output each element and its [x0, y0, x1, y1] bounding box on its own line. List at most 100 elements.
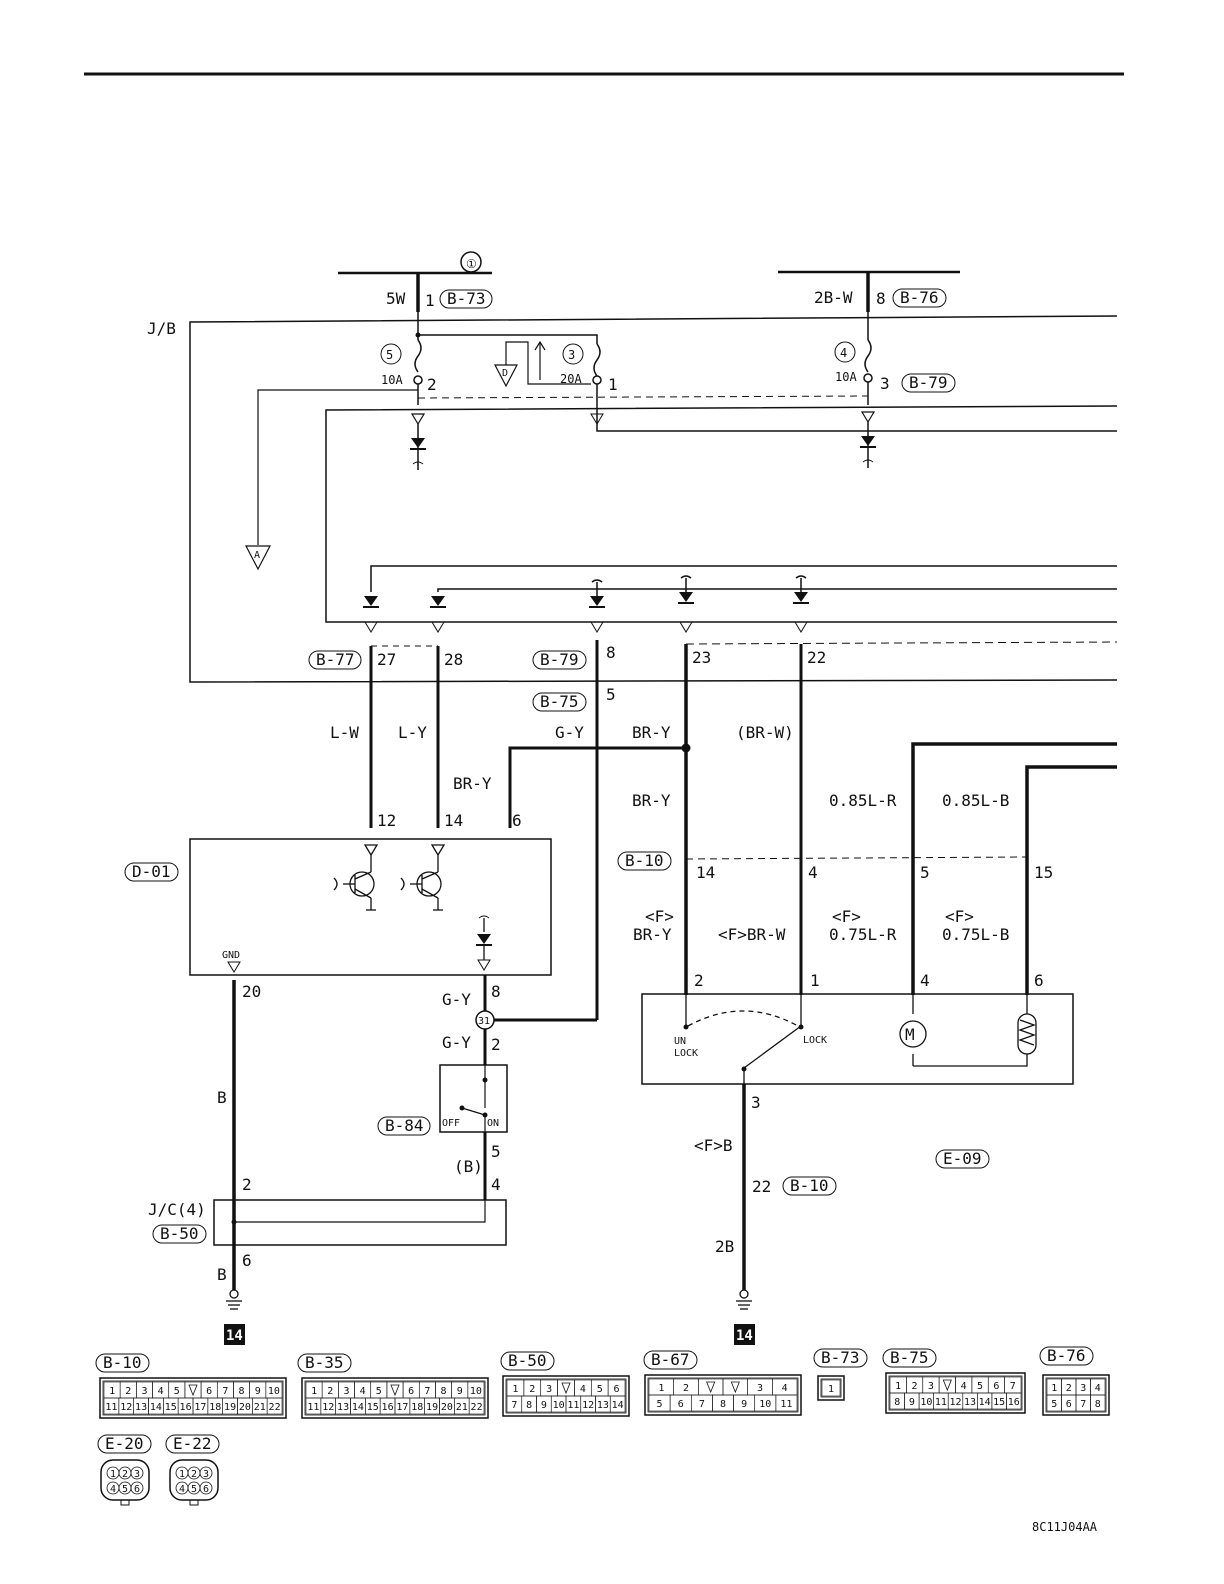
- pin-27: 27: [377, 650, 396, 669]
- legend-pin: 12: [120, 1402, 132, 1413]
- diode-icon: [362, 595, 380, 608]
- wire-b-bottom: B: [217, 1265, 227, 1284]
- legend-pin: 10: [553, 1400, 565, 1411]
- legend-pin: 1: [1051, 1383, 1057, 1394]
- legend-tag-b75: B-75: [882, 1348, 937, 1368]
- svg-text:A: A: [254, 550, 260, 561]
- fuse-3: [418, 334, 1117, 432]
- switch-on: ON: [487, 1118, 499, 1129]
- connector-b73-tag: B-73: [439, 289, 493, 309]
- legend-pin: 17: [396, 1402, 408, 1413]
- legend-pin: 2: [327, 1386, 333, 1397]
- svg-text:B-79: B-79: [909, 373, 948, 392]
- legend-pin: 5: [174, 1386, 180, 1397]
- svg-text:14: 14: [226, 1328, 243, 1344]
- legend-pin: 8: [1095, 1399, 1101, 1410]
- pin-8-d01: 8: [491, 982, 501, 1001]
- switch-b84: [439, 1064, 508, 1133]
- legend-pin: 3: [203, 1469, 209, 1480]
- legend-pin: 2: [125, 1386, 131, 1397]
- legend-pin: 18: [209, 1402, 221, 1413]
- svg-text:B-50: B-50: [160, 1224, 199, 1243]
- svg-text:D: D: [502, 368, 508, 379]
- power-bus-right: [778, 270, 960, 312]
- legend-pin: 2: [191, 1469, 197, 1480]
- wire-085l-b: 0.85L-B: [942, 791, 1009, 810]
- legend-pin: 4: [580, 1384, 586, 1395]
- legend-tag-b10: B-10: [95, 1353, 150, 1373]
- legend-pin: 7: [1080, 1399, 1086, 1410]
- gnd-marker: [227, 961, 241, 973]
- legend-pin: 16: [1008, 1397, 1020, 1408]
- pin-5-b75: 5: [606, 685, 616, 704]
- pin-15-b10: 15: [1034, 863, 1053, 882]
- legend-pin: 4: [179, 1484, 185, 1495]
- legend-pin: 7: [424, 1386, 430, 1397]
- pin-4-b10: 4: [808, 863, 818, 882]
- splice-bry: [681, 743, 691, 753]
- connector-b50-tag: B-50: [152, 1224, 207, 1244]
- legend-pin: 20: [239, 1402, 251, 1413]
- svg-text:①: ①: [466, 257, 477, 271]
- pin-23: 23: [692, 648, 711, 667]
- legend-pin: 9: [741, 1399, 747, 1410]
- svg-text:4: 4: [840, 346, 847, 360]
- legend-pin: 12: [949, 1397, 961, 1408]
- legend-name: B-10: [103, 1353, 142, 1372]
- legend-pin: 3: [928, 1381, 934, 1392]
- legend-pin: 4: [961, 1381, 967, 1392]
- legend-name: B-50: [508, 1351, 547, 1370]
- connector-b10-tag-lower: B-10: [782, 1176, 837, 1196]
- svg-text:B-79: B-79: [540, 650, 579, 669]
- wire-f-1: <F>: [645, 907, 674, 926]
- legend-pin: 10: [920, 1397, 932, 1408]
- legend-pin: 13: [964, 1397, 976, 1408]
- ground-right: [736, 1289, 752, 1310]
- legend-pin: 14: [150, 1402, 162, 1413]
- pin-5-b10: 5: [920, 863, 930, 882]
- wire-f-3: <F>: [945, 907, 974, 926]
- unlock-label-2: LOCK: [674, 1048, 698, 1059]
- motor-icon: [899, 995, 1037, 1067]
- pin-12: 12: [377, 811, 396, 830]
- ground-left: [226, 1289, 242, 1310]
- legend-pin: 15: [165, 1402, 177, 1413]
- legend-pin: 5: [977, 1381, 983, 1392]
- legend-pin: 10: [470, 1386, 482, 1397]
- pin-2-b84: 2: [491, 1035, 501, 1054]
- legend-pin: 15: [367, 1402, 379, 1413]
- legend-pin: 8: [441, 1386, 447, 1397]
- fuse-3-badge: [562, 343, 584, 365]
- legend-pin: 5: [122, 1484, 128, 1495]
- connector-d01-tag: D-01: [124, 862, 179, 882]
- legend-pin: 5: [191, 1484, 197, 1495]
- pin-1-fuse3: 1: [608, 375, 618, 394]
- connector-dashed-top: [417, 395, 869, 399]
- pin-1-e09: 1: [810, 971, 820, 990]
- pin-6-jc: 6: [242, 1251, 252, 1270]
- inner-boundary: [325, 405, 1118, 623]
- diode-icon: [409, 437, 427, 450]
- diode-icon: [677, 591, 695, 604]
- connector-b79-tag-top: B-79: [901, 373, 956, 393]
- legend-pin: 6: [993, 1381, 999, 1392]
- pin-4-jc: 4: [491, 1175, 501, 1194]
- legend-pin: 8: [894, 1397, 900, 1408]
- legend-tag-b50: B-50: [500, 1351, 555, 1371]
- legend-pin: 1: [512, 1384, 518, 1395]
- fuse-4-badge: [834, 341, 856, 363]
- d01-internal-diode: [477, 915, 491, 971]
- legend-pin: 11: [307, 1402, 319, 1413]
- wires-mid: [369, 640, 1117, 1020]
- lock-switch: [685, 995, 802, 1084]
- legend-pin: 11: [567, 1400, 579, 1411]
- legend-pin: 7: [222, 1386, 228, 1397]
- svg-text:5: 5: [386, 348, 393, 362]
- wire-b: B: [217, 1088, 227, 1107]
- svg-text:D-01: D-01: [132, 862, 171, 881]
- connector-b75-tag: B-75: [532, 692, 587, 712]
- legend-pin: 1: [110, 1469, 116, 1480]
- legend-name: B-75: [890, 1348, 929, 1367]
